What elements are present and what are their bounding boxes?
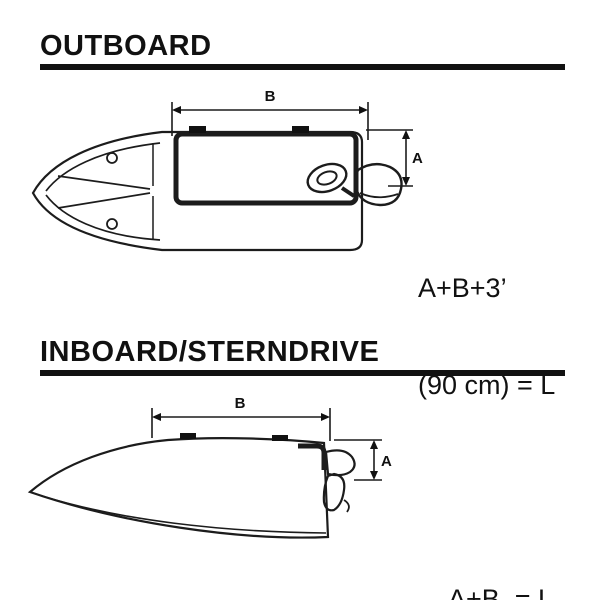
inboard-formula-line1: A+B = L — [448, 583, 554, 600]
outboard-dim-b-label: B — [265, 88, 276, 105]
sterndrive-unit — [322, 449, 356, 513]
outboard-dim-a-label: A — [412, 150, 423, 167]
stern-corner-outline — [298, 443, 327, 470]
outboard-dimension-b: B — [171, 88, 369, 140]
deck-cleat-right — [272, 435, 288, 441]
outboard-divider-rule — [40, 64, 565, 70]
gunwale-cleat-right — [292, 126, 309, 133]
outboard-section-title: OUTBOARD — [40, 30, 212, 62]
outboard-motor — [354, 162, 403, 207]
inboard-dimension-a: A — [334, 439, 392, 481]
bow-cleat-ring-top — [106, 152, 118, 164]
outboard-boat-diagram: B A — [31, 88, 423, 252]
inboard-divider-rule — [40, 370, 565, 376]
steering-wheel-detail — [306, 162, 356, 198]
inboard-boat-diagram: B A — [27, 395, 392, 539]
cockpit-outline — [173, 131, 359, 206]
outboard-dimension-a: A — [366, 129, 423, 187]
gunwale-cleat-left — [189, 126, 206, 133]
outboard-boat-top-view-illustration — [31, 126, 403, 252]
inboard-dim-b-label: B — [235, 395, 246, 412]
bow-cleat-ring-bottom — [106, 218, 118, 230]
inboard-section-title: INBOARD/STERNDRIVE — [40, 336, 380, 368]
inboard-dimension-b: B — [151, 395, 331, 441]
inboard-boat-side-view-illustration — [27, 433, 356, 539]
deck-cleat-left — [180, 433, 196, 439]
inboard-length-formula: A+B = L — [448, 518, 553, 600]
outboard-length-formula: A+B+3’ (90 cm) = L — [418, 207, 555, 466]
inboard-dim-a-label: A — [381, 453, 392, 470]
outboard-formula-line1: A+B+3’ — [418, 272, 507, 303]
